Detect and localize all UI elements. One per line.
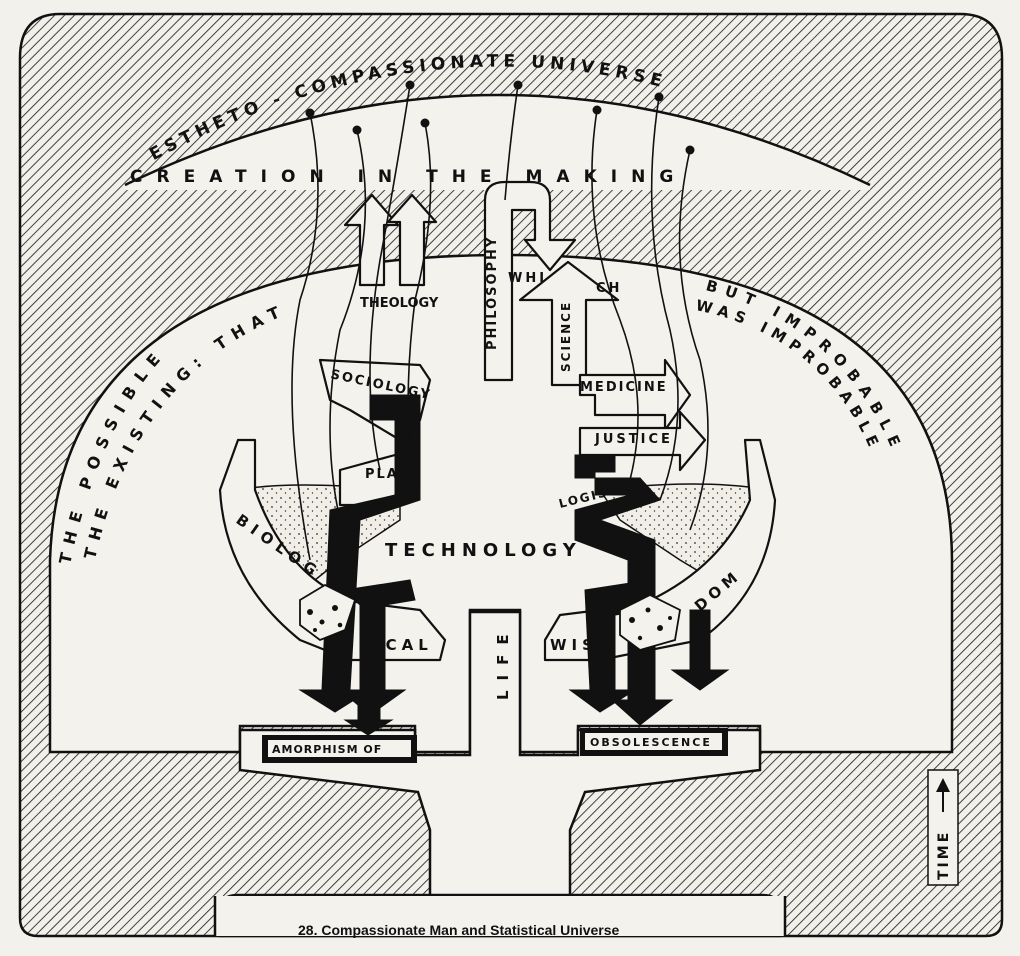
label-justice: JUSTICE bbox=[594, 432, 673, 447]
label-amorphism: AMORPHISM OF bbox=[272, 743, 382, 756]
label-which-right: CH bbox=[596, 281, 622, 296]
label-play: PLAY bbox=[365, 467, 409, 482]
label-ical: ICAL bbox=[375, 636, 433, 654]
universe-dome bbox=[48, 253, 954, 754]
label-theology: THEOLOGY bbox=[360, 296, 439, 311]
label-wis: WIS bbox=[550, 636, 598, 654]
label-time: TIME bbox=[936, 830, 952, 880]
label-obsolescence: OBSOLESCENCE bbox=[590, 736, 712, 749]
label-which-left: WHI bbox=[508, 271, 547, 286]
label-philosophy: PHILOSOPHY bbox=[485, 236, 500, 350]
time-arrow-icon bbox=[936, 778, 950, 792]
figure-caption: 28. Compassionate Man and Statistical Un… bbox=[298, 922, 620, 938]
label-science: SCIENCE bbox=[559, 301, 573, 372]
label-medicine: MEDICINE bbox=[580, 380, 668, 395]
string-beads bbox=[305, 80, 695, 155]
label-life: LIFE bbox=[494, 624, 512, 700]
rubble bbox=[299, 583, 681, 651]
label-technology: TECHNOLOGY bbox=[385, 540, 582, 561]
strings bbox=[291, 84, 709, 561]
arc-creation: CREATION IN THE MAKING bbox=[130, 167, 687, 187]
